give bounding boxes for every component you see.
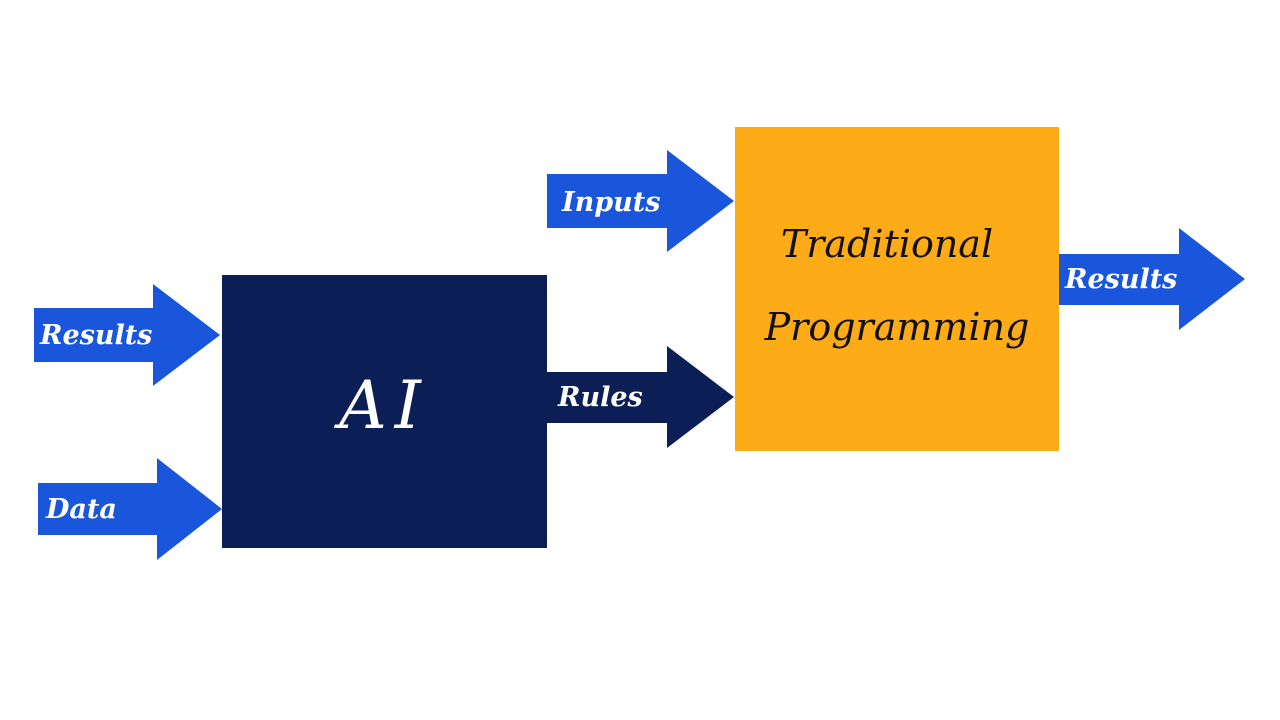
rules-arrow: Rules	[547, 346, 734, 448]
results-output-arrow-shape	[1059, 228, 1245, 330]
results-input-arrow: Results	[34, 284, 220, 386]
results-input-label: Results	[39, 320, 152, 351]
results-output-arrow: Results	[1059, 228, 1245, 330]
programming-label: Programming	[764, 305, 1030, 349]
data-input-arrow-shape	[38, 458, 222, 560]
rules-arrow-shape	[547, 346, 734, 448]
traditional-programming-box-shape	[735, 127, 1059, 451]
data-input-arrow: Data	[38, 458, 222, 560]
rules-label: Rules	[557, 382, 643, 413]
traditional-programming-box: Traditional Programming	[735, 127, 1059, 451]
ai-box-shape	[222, 275, 547, 548]
results-output-label: Results	[1064, 264, 1177, 295]
results-input-arrow-shape	[34, 284, 220, 386]
inputs-arrow-shape	[547, 150, 734, 252]
ai-box: AI	[222, 275, 547, 548]
inputs-arrow: Inputs	[547, 150, 734, 252]
inputs-label: Inputs	[561, 187, 660, 218]
traditional-label: Traditional	[781, 222, 993, 266]
data-input-label: Data	[45, 494, 117, 525]
ai-box-label: AI	[333, 367, 429, 444]
